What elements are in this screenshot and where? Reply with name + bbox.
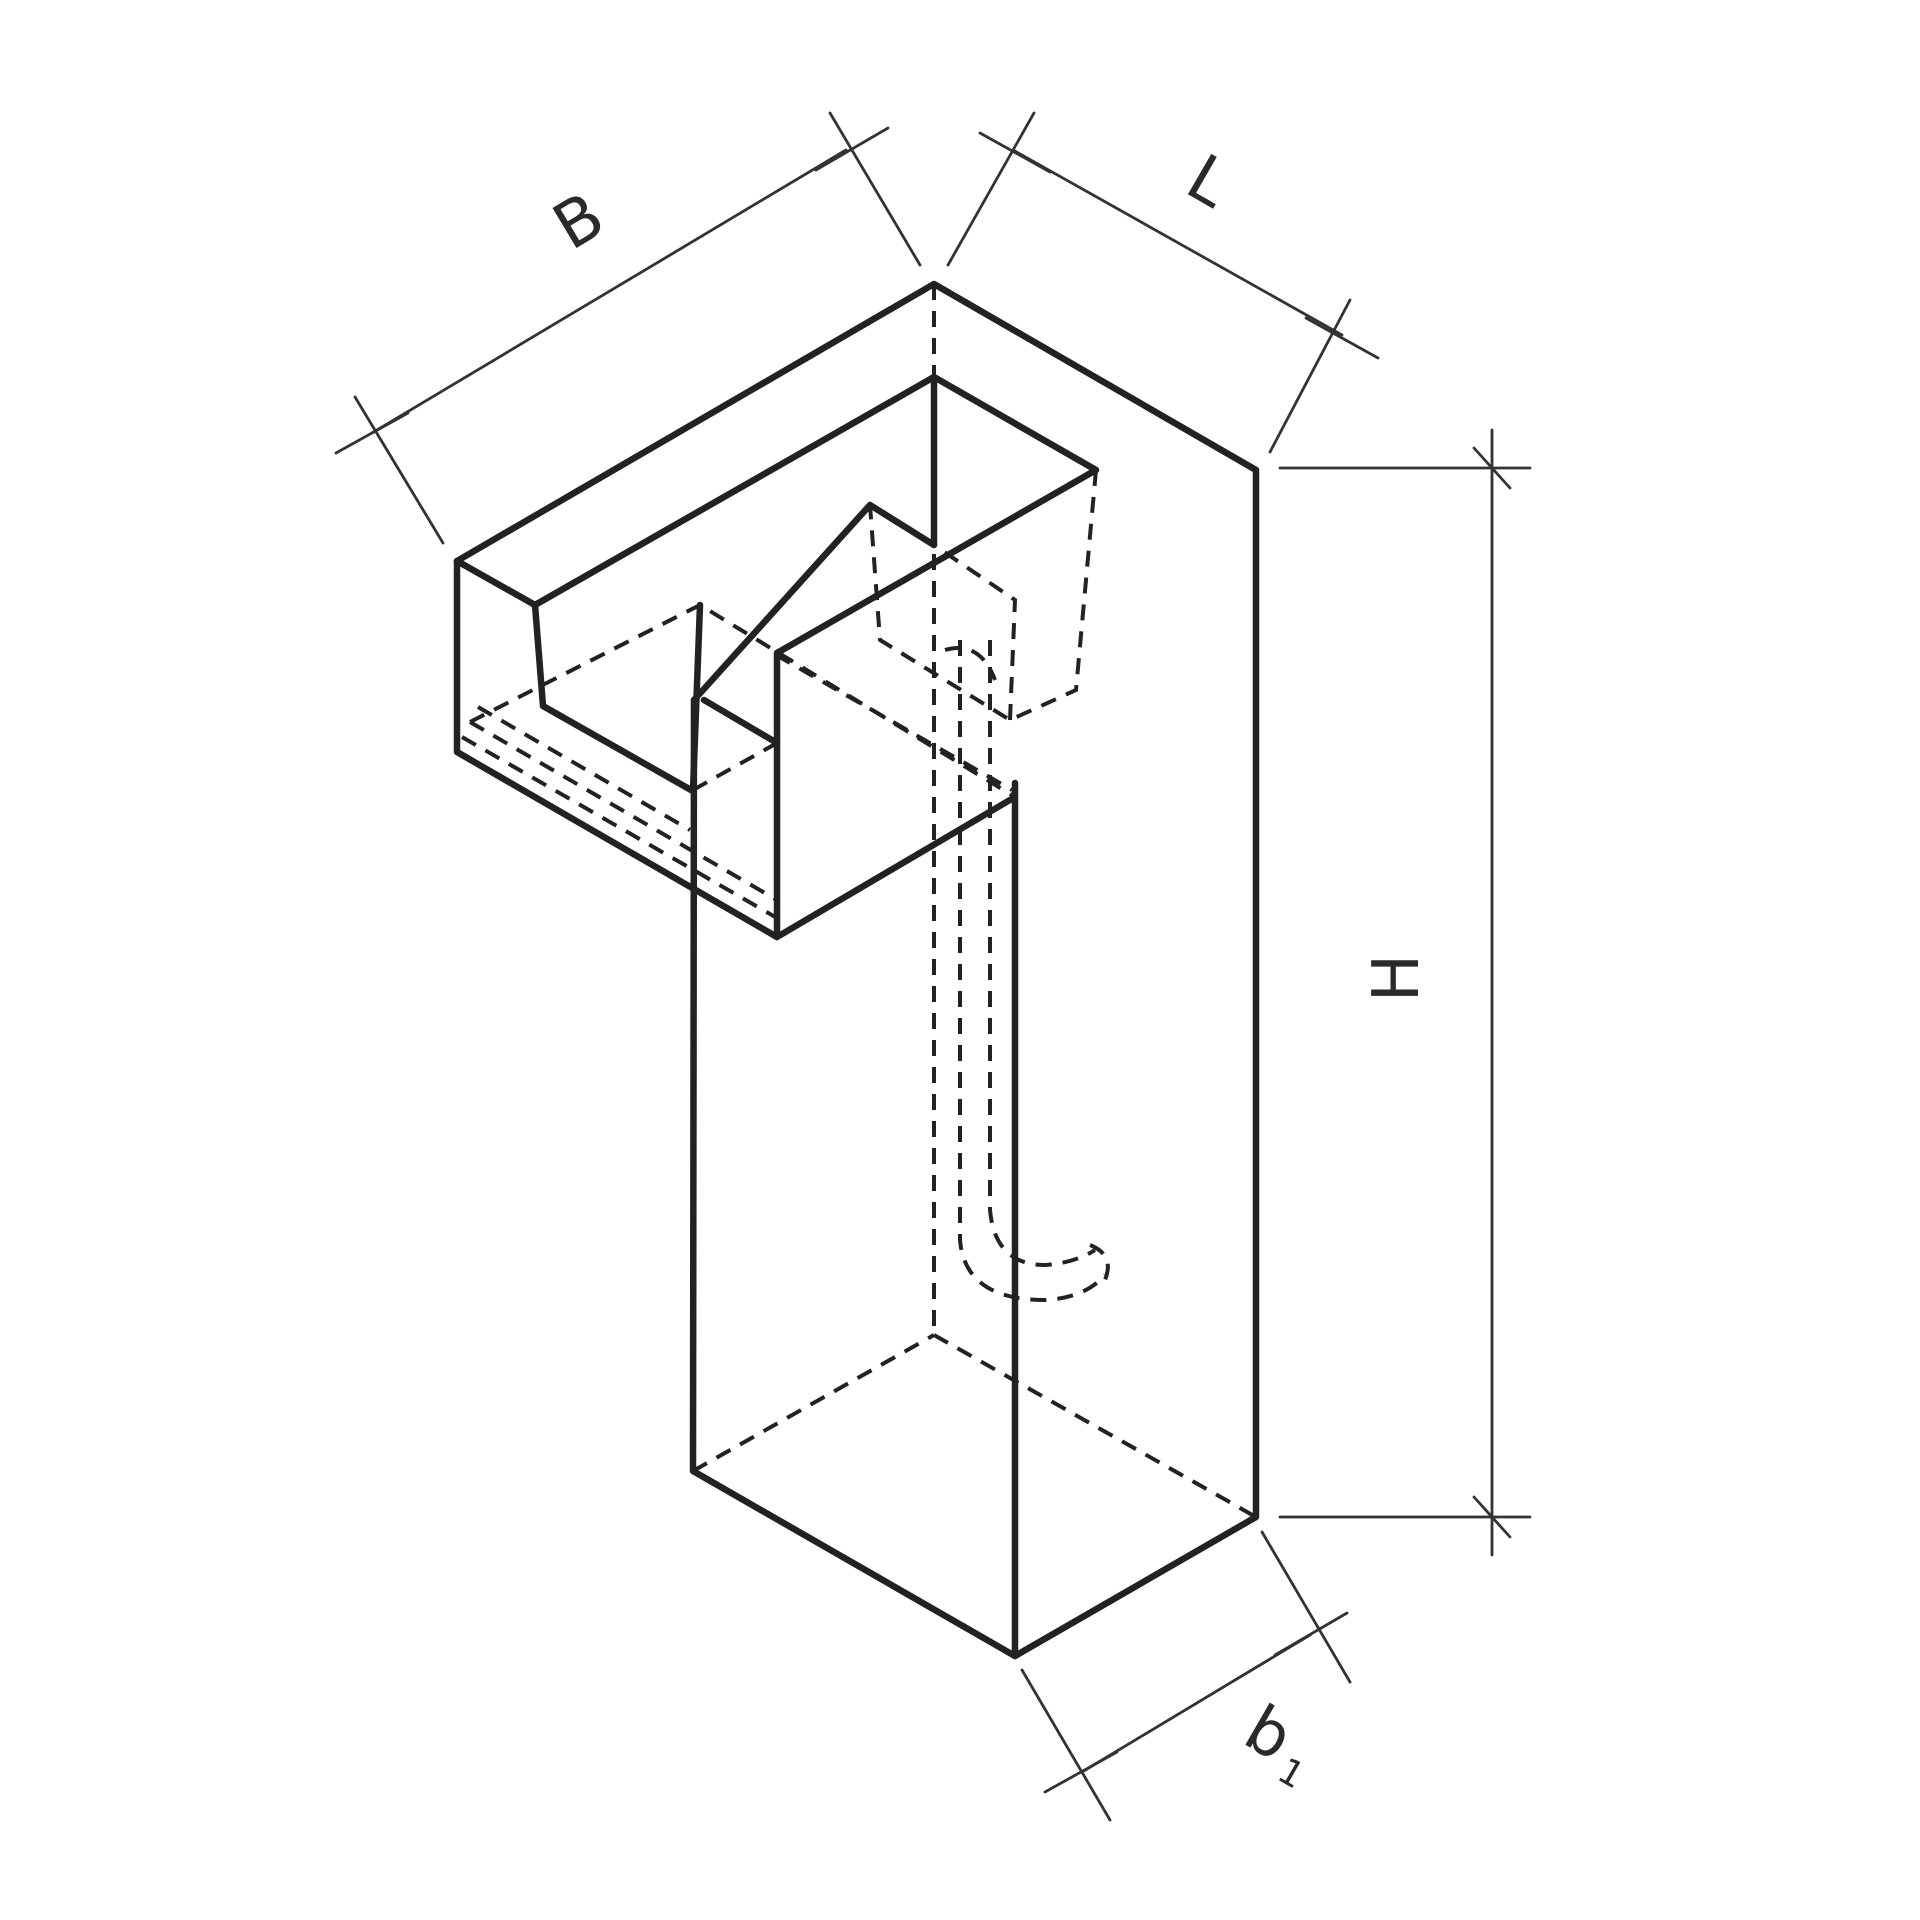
hidden-head-bottom-3 [468, 720, 779, 902]
top-face-outline [453, 280, 1260, 1660]
dimension-b: B [334, 111, 922, 545]
dimension-h: H [1278, 428, 1532, 1557]
dim-b-tick-left [334, 411, 410, 455]
hidden-channel-outer [958, 640, 1107, 1303]
hidden-slot-floor [868, 469, 1098, 723]
dim-l-line [1011, 148, 1344, 337]
dim-b1-ext-right [1260, 1530, 1352, 1684]
dim-b-tick-right [814, 126, 890, 172]
dim-h-label: H [1360, 954, 1434, 1002]
hidden-channel-top [944, 646, 997, 681]
dim-b-label: B [541, 179, 617, 265]
dim-l-tick-bottom [1304, 316, 1380, 360]
dim-h-tick-top [1472, 446, 1512, 490]
hidden-base-left [692, 1333, 935, 1473]
dim-b1-ext-left [1020, 1668, 1112, 1822]
dim-b1-tick-left [1043, 1750, 1119, 1794]
dim-b-line [370, 148, 848, 435]
dim-l-ext-top [946, 111, 1036, 267]
dim-l-tick-top [978, 131, 1052, 174]
inner-partition [689, 601, 704, 794]
hidden-channel-end [1089, 1243, 1110, 1281]
hidden-head-inner [469, 602, 1017, 799]
hidden-head-bottom-2 [461, 735, 778, 920]
dim-b1-line [1080, 1633, 1312, 1774]
opening-step [690, 501, 938, 704]
hidden-channel-inner [988, 640, 1097, 1268]
dim-h-tick-bottom [1472, 1495, 1512, 1539]
dim-l-label: L [1175, 141, 1243, 223]
dim-l-ext-bottom [1268, 298, 1352, 454]
hidden-slot-mid [775, 653, 1013, 792]
dimension-b1: b 1 [1020, 1530, 1352, 1822]
head-front-bottom [773, 793, 1019, 941]
hidden-head-bottom-4 [476, 705, 692, 832]
head-left-top-edge [453, 557, 539, 609]
opening-inner-wall [531, 601, 695, 794]
dimension-l: L [946, 111, 1380, 454]
hidden-base-right [933, 1333, 1257, 1519]
hidden-box-corner [932, 543, 1018, 721]
hidden-head-back [692, 741, 778, 792]
hidden-edges [455, 284, 1257, 1519]
dim-b1-tick-right [1273, 1611, 1349, 1657]
visible-edges [453, 280, 1260, 1660]
dim-b-ext-right [828, 111, 922, 267]
hidden-head-bottom-1 [455, 750, 779, 939]
dim-b-ext-left [353, 395, 445, 545]
